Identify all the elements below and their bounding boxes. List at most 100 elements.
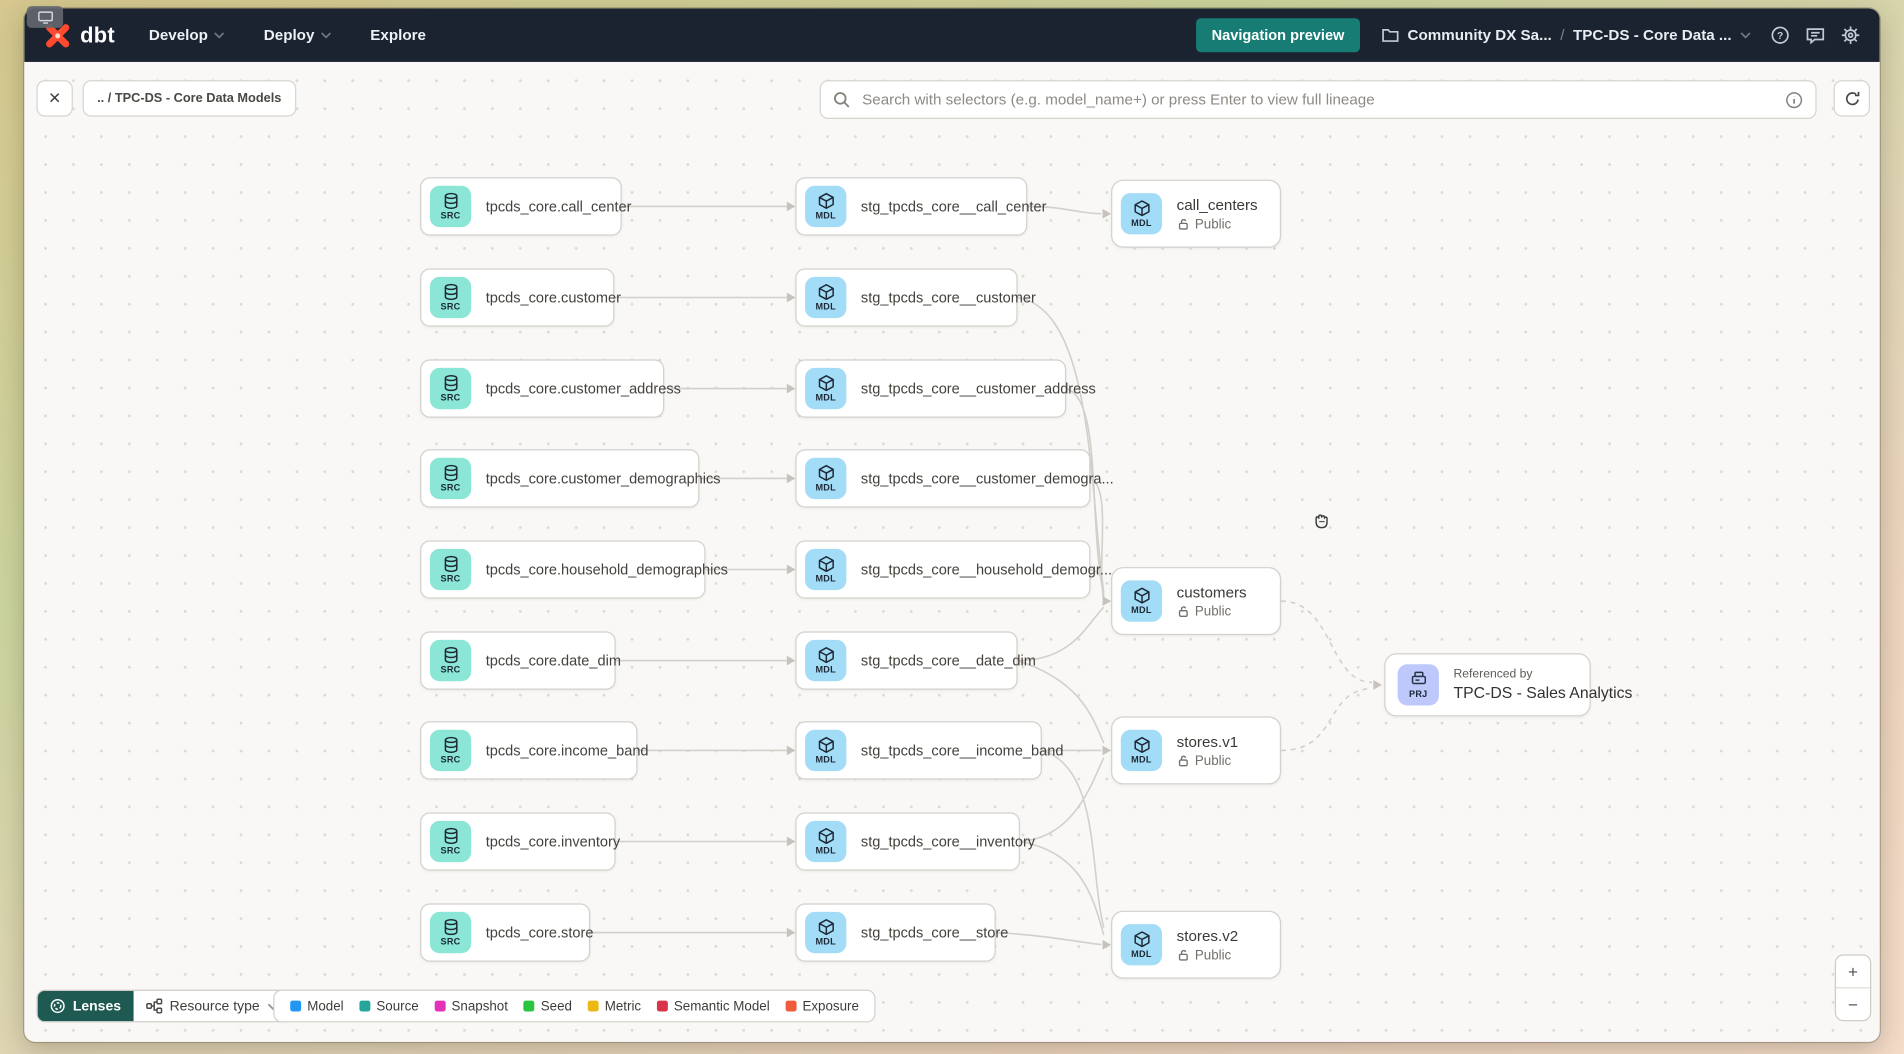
source-node[interactable]: SRC tpcds_core.customer_demographics	[420, 449, 721, 508]
cube-icon	[1132, 736, 1150, 754]
lock-open-icon	[1177, 948, 1190, 961]
badge-label: SRC	[440, 210, 461, 222]
source-node-label: tpcds_core.household_demographics	[485, 561, 728, 578]
node-type-badge: MDL	[1120, 729, 1163, 772]
zoom-out-button[interactable]: −	[1836, 987, 1870, 1020]
badge-label: MDL	[815, 936, 836, 948]
project-node-label: TPC-DS - Sales Analytics	[1453, 683, 1633, 702]
source-node-label: tpcds_core.customer_demographics	[485, 469, 721, 487]
lenses-button[interactable]: Lenses	[37, 990, 134, 1022]
breadcrumb-separator: /	[1560, 26, 1565, 44]
model-node-label: stg_tpcds_core__household_demogr...	[860, 561, 1113, 578]
menu-develop-label: Develop	[148, 26, 208, 44]
cube-icon	[817, 736, 835, 754]
database-icon	[441, 283, 459, 301]
badge-label: SRC	[440, 573, 461, 585]
model-node-label: stg_tpcds_core__customer_demogra...	[860, 469, 1114, 487]
search-input[interactable]	[859, 89, 1785, 110]
badge-label: MDL	[815, 664, 836, 676]
menu-explore[interactable]: Explore	[370, 27, 426, 44]
logo-text: dbt	[80, 22, 115, 47]
badge-label: SRC	[440, 392, 461, 404]
badge-label: PRJ	[1409, 688, 1428, 700]
node-type-badge: SRC	[429, 911, 472, 954]
source-node[interactable]: SRC tpcds_core.household_demographics	[420, 540, 728, 599]
close-lineage-button[interactable]: ×	[36, 80, 73, 117]
chevron-down-icon	[214, 32, 225, 39]
resource-type-button[interactable]: Resource type	[133, 991, 291, 1021]
refresh-button[interactable]	[1833, 80, 1870, 117]
lineage-path-chip[interactable]: .. / TPC-DS - Core Data Models	[82, 80, 296, 117]
project-icon	[1409, 671, 1427, 689]
zoom-in-button[interactable]: +	[1848, 961, 1858, 982]
breadcrumb-account[interactable]: Community DX Sa...	[1407, 26, 1552, 44]
badge-label: SRC	[440, 845, 461, 857]
model-node[interactable]: MDL stg_tpcds_core__store	[795, 903, 1008, 962]
lineage-search	[819, 80, 1817, 119]
navigation-preview-button[interactable]: Navigation preview	[1195, 18, 1361, 53]
public-node-label: stores.v1	[1176, 732, 1239, 750]
source-node-label: tpcds_core.customer	[485, 289, 621, 306]
menu-deploy[interactable]: Deploy	[264, 27, 332, 44]
legend-item-model: Model	[290, 999, 344, 1013]
public-node-label: customers	[1176, 583, 1247, 601]
menu-explore-label: Explore	[370, 26, 426, 44]
dbt-logo[interactable]: dbt	[44, 21, 115, 49]
cube-icon	[817, 827, 835, 845]
help-icon[interactable]: ?	[1770, 26, 1789, 45]
visibility-label: Public	[1194, 604, 1232, 619]
badge-label: MDL	[815, 210, 836, 222]
node-type-badge: MDL	[805, 548, 847, 591]
badge-label: MDL	[1131, 754, 1152, 766]
lock-open-icon	[1177, 754, 1190, 767]
settings-gear-icon[interactable]	[1841, 26, 1860, 45]
resource-type-label: Resource type	[169, 998, 260, 1014]
cube-icon	[817, 646, 835, 664]
feedback-icon[interactable]	[1806, 26, 1825, 44]
badge-label: MDL	[815, 301, 836, 313]
model-node-label: stg_tpcds_core__inventory	[860, 833, 1036, 850]
legend-swatch	[656, 1000, 668, 1012]
source-node[interactable]: SRC tpcds_core.store	[420, 903, 593, 962]
breadcrumb-project[interactable]: TPC-DS - Core Data ...	[1573, 26, 1732, 44]
legend-swatch	[587, 1000, 599, 1012]
breadcrumb: Community DX Sa... / TPC-DS - Core Data …	[1382, 27, 1751, 44]
legend-swatch	[290, 1000, 302, 1012]
database-icon	[441, 555, 459, 573]
model-node[interactable]: MDL stg_tpcds_core__household_demogr...	[795, 540, 1112, 599]
lock-open-icon	[1177, 605, 1190, 618]
source-node[interactable]: SRC tpcds_core.customer	[420, 268, 621, 327]
source-node-label: tpcds_core.income_band	[485, 741, 649, 759]
model-node-label: stg_tpcds_core__store	[860, 924, 1009, 942]
database-icon	[441, 736, 459, 754]
node-type-badge: SRC	[429, 457, 472, 500]
chevron-down-icon[interactable]	[1740, 32, 1751, 39]
visibility-label: Public	[1194, 947, 1232, 963]
info-icon[interactable]	[1785, 90, 1803, 108]
menu-develop[interactable]: Develop	[149, 27, 225, 44]
badge-label: SRC	[440, 301, 461, 313]
source-node-label: tpcds_core.date_dim	[485, 652, 621, 670]
badge-label: MDL	[1131, 605, 1152, 616]
source-node-label: tpcds_core.store	[485, 924, 594, 942]
